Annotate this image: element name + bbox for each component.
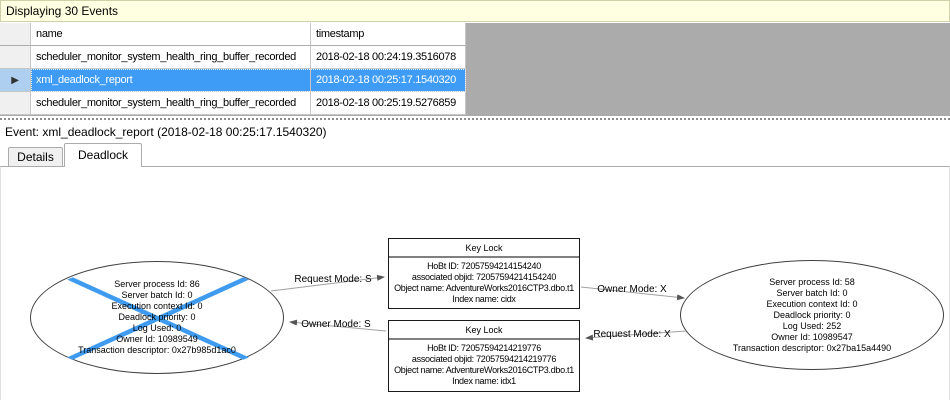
node-text-line: Transaction descriptor: 0x27b985d1ac0	[78, 345, 236, 355]
node-text-line: Server process Id: 58	[769, 276, 855, 287]
node-text-line: Log Used: 252	[782, 320, 842, 331]
process-node-victim[interactable]: Server process Id: 86 Server batch Id: 0…	[30, 261, 284, 374]
resource-title: Key Lock	[389, 321, 579, 340]
edge-label-owner-s: Owner Mode: S	[301, 319, 371, 330]
edge-label-owner-x: Owner Mode: X	[597, 284, 667, 295]
node-text-line: Object name: AdventureWorks2016CTP3.dbo.…	[394, 283, 574, 293]
node-text-line: Server batch Id: 0	[121, 290, 193, 300]
grid-corner-cell	[0, 23, 31, 46]
node-text-line: Server batch Id: 0	[776, 287, 848, 298]
row-selector[interactable]	[0, 46, 31, 69]
row-selector[interactable]	[0, 92, 31, 115]
cell-timestamp[interactable]: 2018-02-18 00:24:19.3516078	[311, 46, 466, 69]
node-text-line: HoBt ID: 72057594214219776	[427, 343, 541, 353]
cell-name[interactable]: scheduler_monitor_system_health_ring_buf…	[31, 46, 311, 69]
resource-node-keylock-bottom[interactable]: Key Lock HoBt ID: 72057594214219776 asso…	[388, 320, 580, 392]
node-text-line: Owner Id: 10989547	[771, 331, 853, 342]
node-text-line: Execution context Id: 0	[111, 301, 203, 311]
node-text-line: Transaction descriptor: 0x27ba15a4490	[732, 342, 892, 353]
resource-node-keylock-top[interactable]: Key Lock HoBt ID: 72057594214154240 asso…	[388, 238, 580, 309]
event-summary-label: Event: xml_deadlock_report (2018-02-18 0…	[0, 122, 950, 142]
edge-label-request-s: Request Mode: S	[294, 274, 372, 285]
node-text-line: Log Used: 0	[132, 323, 182, 333]
node-text-line: Object name: AdventureWorks2016CTP3.dbo.…	[394, 365, 574, 375]
row-selector[interactable]: ▶	[0, 69, 31, 92]
process-node-owner[interactable]: Server process Id: 58 Server batch Id: 0…	[680, 260, 944, 370]
node-text-line: Index name: idx1	[452, 376, 516, 386]
cell-timestamp[interactable]: 2018-02-18 00:25:17.1540320	[311, 69, 466, 92]
node-text-line: Deadlock priority: 0	[118, 312, 196, 322]
cell-timestamp[interactable]: 2018-02-18 00:25:19.5276859	[311, 92, 466, 115]
node-text-line: Execution context Id: 0	[766, 298, 858, 309]
tab-deadlock[interactable]: Deadlock	[64, 143, 142, 167]
node-text-line: Deadlock priority: 0	[773, 309, 851, 320]
column-header-timestamp[interactable]: timestamp	[311, 23, 466, 46]
resource-title: Key Lock	[389, 239, 579, 258]
node-text-line: associated objid: 72057594214219776	[411, 354, 557, 364]
node-text-line: associated objid: 72057594214154240	[411, 272, 557, 282]
current-row-arrow-icon: ▶	[11, 75, 19, 86]
tab-details[interactable]: Details	[8, 147, 63, 166]
cell-name[interactable]: scheduler_monitor_system_health_ring_buf…	[31, 92, 311, 115]
node-text-line: HoBt ID: 72057594214154240	[427, 261, 541, 271]
events-grid: name timestamp scheduler_monitor_system_…	[0, 23, 950, 116]
node-text-line: Owner Id: 10989549	[116, 334, 198, 344]
cell-name[interactable]: xml_deadlock_report	[31, 69, 311, 92]
node-text-line: Server process Id: 86	[114, 279, 200, 289]
column-header-name[interactable]: name	[31, 23, 311, 46]
events-count-bar: Displaying 30 Events	[0, 0, 950, 22]
edge-label-request-x: Request Mode: X	[593, 329, 671, 340]
node-text-line: Index name: cidx	[452, 294, 516, 304]
deadlock-victim-x-icon	[46, 265, 270, 372]
horizontal-splitter[interactable]	[0, 116, 950, 122]
